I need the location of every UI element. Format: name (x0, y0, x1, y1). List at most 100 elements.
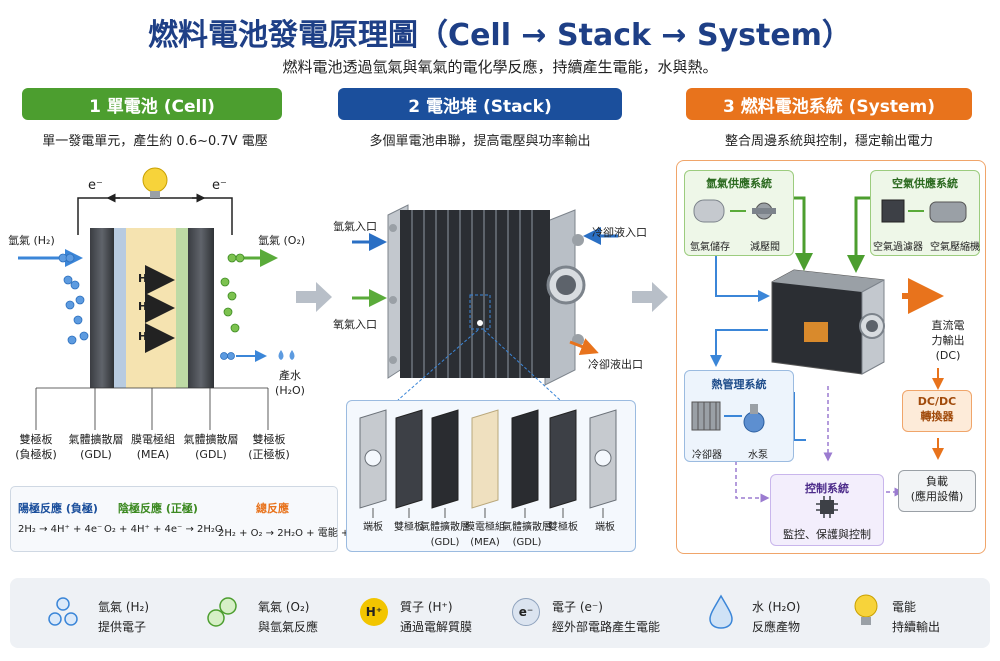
stack-description: 多個單電池串聯，提高電壓與功率輸出 (369, 134, 591, 149)
cathode-gdl (176, 228, 188, 388)
dc-dc-converter-box (902, 390, 972, 432)
anode-reaction-eq: 2H₂ → 4H⁺ + 4e⁻ (18, 524, 103, 535)
air-supply-title: 空氣供應系統 (892, 177, 958, 190)
part-label-mea: 膜電極組(MEA) (465, 522, 505, 548)
legend-name: 質子 (H⁺) (400, 600, 453, 614)
layer-label-cathode-plate: 雙極板(正極板) (248, 433, 290, 461)
control-system-title: 控制系統 (805, 482, 849, 495)
water-pump-label: 水泵 (748, 450, 768, 461)
system-section-header: 3 燃料電池系統 (System) (686, 88, 972, 120)
legend-desc: 提供電子 (98, 620, 147, 634)
control-system-desc: 監控、保護與控制 (783, 528, 871, 541)
layer-label-mea: 膜電極組(MEA) (131, 433, 175, 461)
legend-desc: 持續輸出 (892, 620, 941, 634)
pressure-valve-label: 減壓閥 (750, 242, 780, 253)
water-product-label: 產水(H₂O) (275, 369, 305, 397)
thermal-management-title: 熱管理系統 (711, 378, 767, 391)
oxygen-molecule-icon (207, 597, 237, 627)
part-label-end-plate: 端板 (595, 522, 615, 533)
air-compressor-icon (929, 201, 967, 223)
hydrogen-molecule-icon (48, 597, 78, 626)
water-drop-icon (709, 594, 733, 629)
chip-icon (816, 496, 838, 518)
flow-arrow-stack-to-system (632, 282, 668, 312)
proton-icon: H⁺ (360, 598, 388, 626)
thermal-icons (691, 401, 765, 433)
part-label-end-plate: 端板 (363, 522, 383, 533)
cell-o2-label: 氫氣 (O₂) (258, 234, 306, 247)
stack-diagram (352, 204, 618, 400)
proton-label: H⁺ (138, 300, 154, 313)
bipolar-plate-part (549, 409, 577, 509)
electron-label-right: e⁻ (212, 178, 227, 193)
page-title: 燃料電池發電原理圖（Cell → Stack → System） (148, 18, 852, 53)
lightbulb-icon (854, 594, 878, 625)
gdl-part (431, 409, 459, 509)
legend-name: 電能 (892, 600, 917, 614)
system-connectors (710, 196, 944, 503)
cathode-plate (188, 228, 214, 388)
mea-part (471, 409, 499, 509)
legend-name: 水 (H₂O) (752, 600, 801, 614)
cooler-label: 冷卻器 (692, 450, 722, 461)
anode-plate (90, 228, 114, 388)
proton-label: H⁺ (138, 272, 154, 285)
end-plate-part (359, 409, 387, 509)
hydrogen-supply-title: 氫氣供應系統 (706, 177, 772, 190)
water-pump-icon (743, 411, 765, 433)
control-system-box (770, 474, 884, 546)
electron-label-left: e⁻ (88, 178, 103, 193)
proton-label: H⁺ (138, 330, 154, 343)
page-subtitle: 燃料電池透過氫氣與氧氣的電化學反應，持續產生電能，水與熱。 (282, 58, 718, 76)
stack-o2-inlet-label: 氧氣入口 (333, 318, 377, 331)
hydrogen-storage-label: 氫氣儲存 (690, 242, 730, 253)
end-plate-part (589, 409, 617, 509)
cell-section-header: 1 單電池 (Cell) (22, 88, 282, 120)
air-supply-icons (881, 199, 967, 223)
part-label-gdl: 氣體擴散層(GDL) (420, 522, 470, 548)
cell-h2-label: 氫氣 (H₂) (8, 234, 55, 247)
reaction-panel (10, 486, 338, 552)
lightbulb-icon (142, 167, 168, 193)
flow-arrow-cell-to-stack (296, 282, 332, 312)
coolant-inlet-label: 冷卻液入口 (592, 226, 647, 239)
anode-gdl (114, 228, 126, 388)
legend-panel (10, 578, 990, 648)
legend-desc: 反應產物 (752, 620, 801, 634)
cathode-reaction-title: 陰極反應 (正極) (118, 502, 198, 515)
air-filter-label: 空氣過濾器 (873, 242, 923, 253)
legend-desc: 與氫氣反應 (258, 620, 319, 634)
load-label: 負載(應用設備) (910, 475, 964, 503)
system-description: 整合周邊系統與控制，穩定輸出電力 (724, 134, 933, 149)
coolant-outlet-label: 冷卻液出口 (588, 358, 643, 371)
electron-icon: e⁻ (512, 598, 540, 626)
part-label-bipolar-plate: 雙極板 (394, 522, 424, 533)
stack-section-header: 2 電池堆 (Stack) (338, 88, 622, 120)
legend-name: 電子 (e⁻) (552, 600, 603, 614)
legend-desc: 通過電解質膜 (400, 620, 473, 634)
legend-name: 氫氣 (H₂) (98, 600, 150, 614)
part-label-bipolar-plate: 雙極板 (548, 522, 578, 533)
layer-label-cathode-gdl: 氣體擴散層(GDL) (183, 433, 239, 461)
layer-label-anode-plate: 雙極板(負極板) (15, 433, 57, 461)
system-stack-icon (771, 269, 885, 375)
total-reaction-title: 總反應 (256, 502, 289, 515)
layer-label-anode-gdl: 氣體擴散層(GDL) (68, 433, 124, 461)
air-filter-icon (881, 199, 905, 223)
total-reaction-eq: 2H₂ + O₂ → 2H₂O + 電能 + 熱 (218, 528, 363, 539)
legend-name: 氧氣 (O₂) (258, 600, 310, 614)
cathode-reaction-eq: O₂ + 4H⁺ + 4e⁻ → 2H₂O (104, 524, 223, 535)
bipolar-plate-part (395, 409, 423, 509)
hydrogen-supply-icons (693, 199, 776, 223)
anode-reaction-title: 陽極反應 (負極) (18, 502, 98, 515)
legend-desc: 經外部電路產生電能 (552, 620, 661, 634)
hydrogen-tank-icon (693, 199, 725, 223)
cell-description: 單一發電單元，產生約 0.6~0.7V 電壓 (42, 134, 268, 149)
stack-h2-inlet-label: 氫氣入口 (333, 220, 377, 233)
exploded-view-parts (359, 409, 617, 518)
gdl-part (511, 409, 539, 509)
part-label-gdl: 氣體擴散層(GDL) (502, 522, 552, 548)
air-compressor-label: 空氣壓縮機 (930, 242, 980, 253)
cooler-icon (691, 401, 721, 431)
